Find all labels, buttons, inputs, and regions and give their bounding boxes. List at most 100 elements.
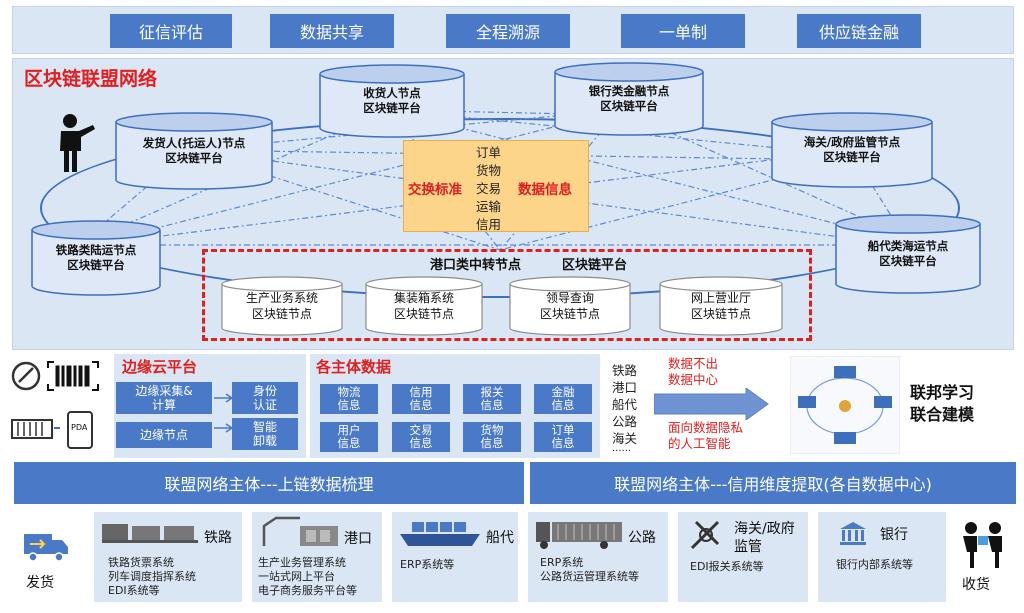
data-finance-b: 信息 <box>551 398 575 412</box>
privacy-ai-label-2: 的人工智能 <box>668 436 731 451</box>
port-name: 港口 <box>344 531 372 547</box>
edge-node-button[interactable]: 边缘节点 <box>116 422 212 448</box>
customs-name-1: 海关/政府 <box>734 521 795 537</box>
railway-sys-1: 铁路货票系统 <box>108 556 174 569</box>
exchange-standard-label: 交换标准 <box>408 182 462 198</box>
data-stays-label-1: 数据不出 <box>668 356 719 371</box>
edge-collect-button[interactable]: 边缘采集& 计算 <box>116 382 212 414</box>
supply-chain-finance-button[interactable]: 供应链金融 <box>797 14 921 48</box>
container-system-node[interactable]: 集装箱系统 区块链节点 <box>364 276 484 336</box>
federated-learning-title: 联邦学习 联合建模 <box>910 382 974 426</box>
port-sys-2: 一站式网上平台 <box>258 570 335 583</box>
fed-mode-port: 港口 <box>612 380 638 395</box>
person-icon <box>60 114 95 172</box>
data-finance[interactable]: 金融信息 <box>534 384 592 414</box>
data-info-label: 数据信息 <box>518 182 572 198</box>
rail-node[interactable]: 铁路类陆运节点 区块链平台 <box>30 220 162 296</box>
full-traceability-button[interactable]: 全程溯源 <box>446 14 570 48</box>
fed-mode-more: ...... <box>612 443 632 454</box>
data-order-a: 订单 <box>551 423 575 437</box>
data-credit[interactable]: 信用信息 <box>392 384 450 414</box>
leader-query-node[interactable]: 领导查询 区块链节点 <box>508 276 632 336</box>
data-order[interactable]: 订单信息 <box>534 422 592 452</box>
signal-sensor-icon <box>11 361 41 391</box>
smart-offload-line1: 智能 <box>252 420 277 434</box>
fed-mode-road: 公路 <box>612 414 638 429</box>
shipper-node-platform: 区块链平台 <box>165 151 223 165</box>
data-finance-a: 金融 <box>551 385 575 399</box>
port-transit-node-box <box>202 249 812 341</box>
customs-node-platform: 区块链平台 <box>823 150 881 164</box>
delivery-truck-icon <box>24 534 68 562</box>
production-system-node[interactable]: 生产业务系统 区块链节点 <box>220 276 344 336</box>
shipping-name: 船代 <box>486 530 514 546</box>
data-customs[interactable]: 报关信息 <box>463 384 521 414</box>
leader-query-sub: 区块链节点 <box>539 307 600 321</box>
ship-label: 发货 <box>26 575 54 591</box>
data-goods[interactable]: 货物信息 <box>463 422 521 452</box>
barcode-scanner-icon <box>47 361 99 391</box>
fed-mode-rail: 铁路 <box>612 363 638 378</box>
bank-cell <box>818 512 946 602</box>
data-logistics[interactable]: 物流信息 <box>320 384 378 414</box>
exchange-item-goods: 货物 <box>476 163 502 178</box>
port-node-platform: 区块链平台 <box>562 258 628 273</box>
truck-icon <box>536 522 622 549</box>
bank-node-platform: 区块链平台 <box>600 99 658 113</box>
cargo-ship-icon <box>400 522 480 546</box>
shipping-agent-node[interactable]: 船代类海运节点 区块链平台 <box>834 214 982 294</box>
network-title: 区块链联盟网络 <box>24 68 158 90</box>
online-hall-sub: 区块链节点 <box>690 307 751 321</box>
online-hall-label: 网上营业厅 <box>690 291 751 305</box>
consignee-node[interactable]: 收货人节点 区块链平台 <box>318 64 466 138</box>
container-icon <box>11 419 60 439</box>
train-icon <box>102 524 198 543</box>
data-stays-label-2: 数据中心 <box>668 372 719 387</box>
leader-query-label: 领导查询 <box>545 291 594 305</box>
consignee-node-platform: 区块链平台 <box>363 101 421 115</box>
data-customs-a: 报关 <box>480 385 504 399</box>
shipper-node-label: 发货人(托运人)节点 <box>142 136 246 150</box>
exchange-item-credit: 信用 <box>476 217 502 232</box>
data-goods-b: 信息 <box>480 436 504 450</box>
edge-connector-arrows <box>214 393 234 433</box>
customs-sys-1: EDI报关系统等 <box>690 560 764 573</box>
fed-mode-shipping: 船代 <box>612 397 638 412</box>
exchange-item-order: 订单 <box>476 145 502 160</box>
data-sharing-button[interactable]: 数据共享 <box>270 14 394 48</box>
bank-sys-1: 银行内部系统等 <box>836 558 913 571</box>
customs-node[interactable]: 海关/政府监管节点 区块链平台 <box>770 112 934 188</box>
data-credit-a: 信用 <box>409 385 433 399</box>
identity-auth-line1: 身份 <box>252 384 277 398</box>
bank-node[interactable]: 银行类金融节点 区块链平台 <box>553 62 705 136</box>
shipper-node[interactable]: 发货人(托运人)节点 区块链平台 <box>114 112 274 190</box>
single-document-button[interactable]: 一单制 <box>621 14 745 48</box>
privacy-ai-label-1: 面向数据隐私 <box>668 420 744 435</box>
data-user-a: 用户 <box>337 423 361 437</box>
data-user[interactable]: 用户信息 <box>320 422 378 452</box>
data-trade[interactable]: 交易信息 <box>392 422 450 452</box>
consignee-node-label: 收货人节点 <box>363 86 421 100</box>
railway-sys-2: 列车调度指挥系统 <box>108 570 196 583</box>
data-credit-b: 信息 <box>409 398 433 412</box>
shipping-node-label: 船代类海运节点 <box>867 239 949 253</box>
fed-mode-customs: 海关 <box>612 431 638 446</box>
exchange-box <box>403 140 589 232</box>
online-hall-node[interactable]: 网上营业厅 区块链节点 <box>658 276 784 336</box>
production-system-sub: 区块链节点 <box>251 307 312 321</box>
road-sys-1: ERP系统 <box>540 556 584 569</box>
data-user-b: 信息 <box>337 436 361 450</box>
bank-node-label: 银行类金融节点 <box>588 84 670 98</box>
federated-title-line2: 联合建模 <box>910 405 975 424</box>
port-sys-3: 电子商务服务平台等 <box>258 584 357 597</box>
receive-people-icon <box>963 522 1002 568</box>
credit-assessment-button[interactable]: 征信评估 <box>110 14 232 48</box>
credit-dimension-bar: 联盟网络主体---信用维度提取(各自数据中心) <box>530 462 1016 504</box>
railway-name: 铁路 <box>204 530 232 546</box>
smart-offload-button[interactable]: 智能 卸载 <box>232 418 298 450</box>
subject-data-title: 各主体数据 <box>316 358 392 376</box>
identity-auth-button[interactable]: 身份 认证 <box>232 382 298 414</box>
customs-name-2: 监管 <box>734 539 762 555</box>
bank-name: 银行 <box>880 527 908 543</box>
data-logistics-b: 信息 <box>337 398 361 412</box>
